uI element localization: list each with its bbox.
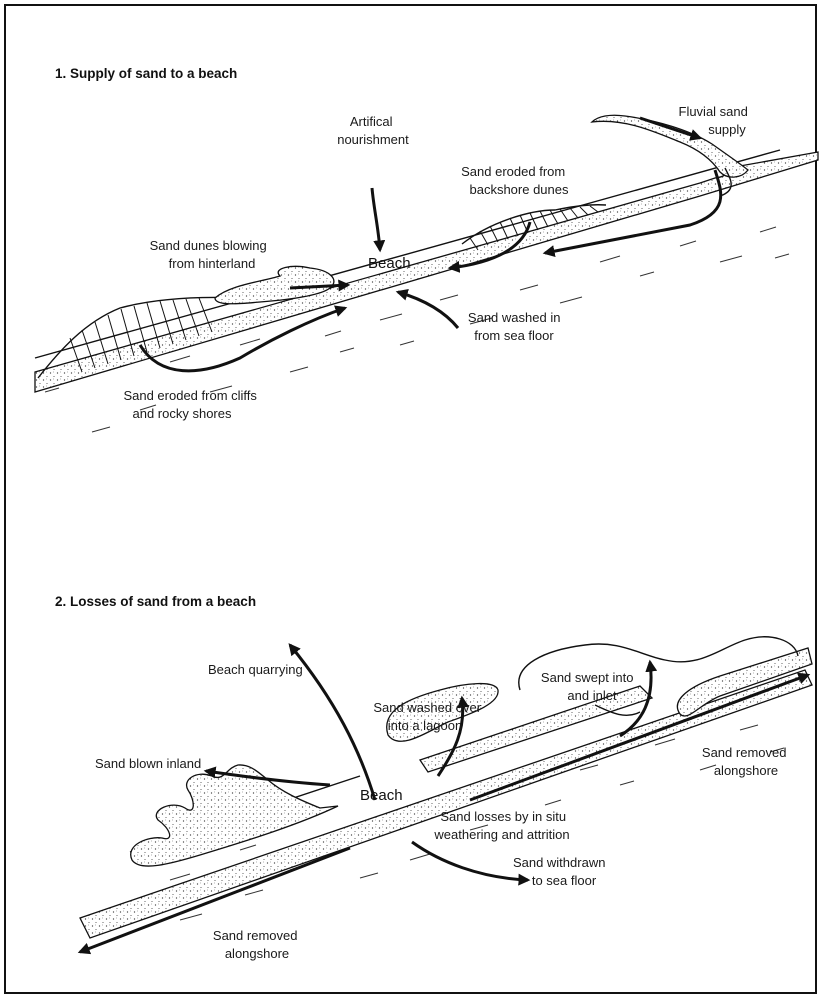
label-backshore-dunes: Sand eroded from backshore dunes [461,164,569,197]
label-alongshore-right: Sand removed alongshore [702,745,790,778]
panel2-arrow-quarrying [290,645,375,800]
panel2-heading: 2. Losses of sand from a beach [55,594,256,609]
panel1-arrow-artificial [372,188,380,250]
panel1-heading: 1. Supply of sand to a beach [55,66,237,81]
label-cliffs: Sand eroded from cliffs and rocky shores [123,388,260,421]
label-seafloor: Sand washed in from sea floor [468,310,564,343]
label-beach-quarrying: Beach quarrying [208,662,303,677]
label-withdrawn: Sand withdrawn to sea floor [513,855,609,888]
label-artificial-nourishment: Artifical nourishment [337,114,409,147]
label-alongshore-left: Sand removed alongshore [213,928,301,961]
panel1-hinterland-line [35,150,780,358]
panel-supply: 1. Supply of sand to a beach [35,66,818,432]
panel1-beach-band [35,152,818,392]
panel1-beach-label: Beach [368,255,411,272]
label-insitu: Sand losses by in situ weathering and at… [433,809,569,842]
label-hinterland-dunes: Sand dunes blowing from hinterland [150,238,271,271]
label-blown-inland: Sand blown inland [95,756,201,771]
panel-losses: 2. Losses of sand from a beach [55,594,812,961]
panel2-arrow-withdrawn [412,842,528,880]
panel2-beach-label: Beach [360,787,403,804]
